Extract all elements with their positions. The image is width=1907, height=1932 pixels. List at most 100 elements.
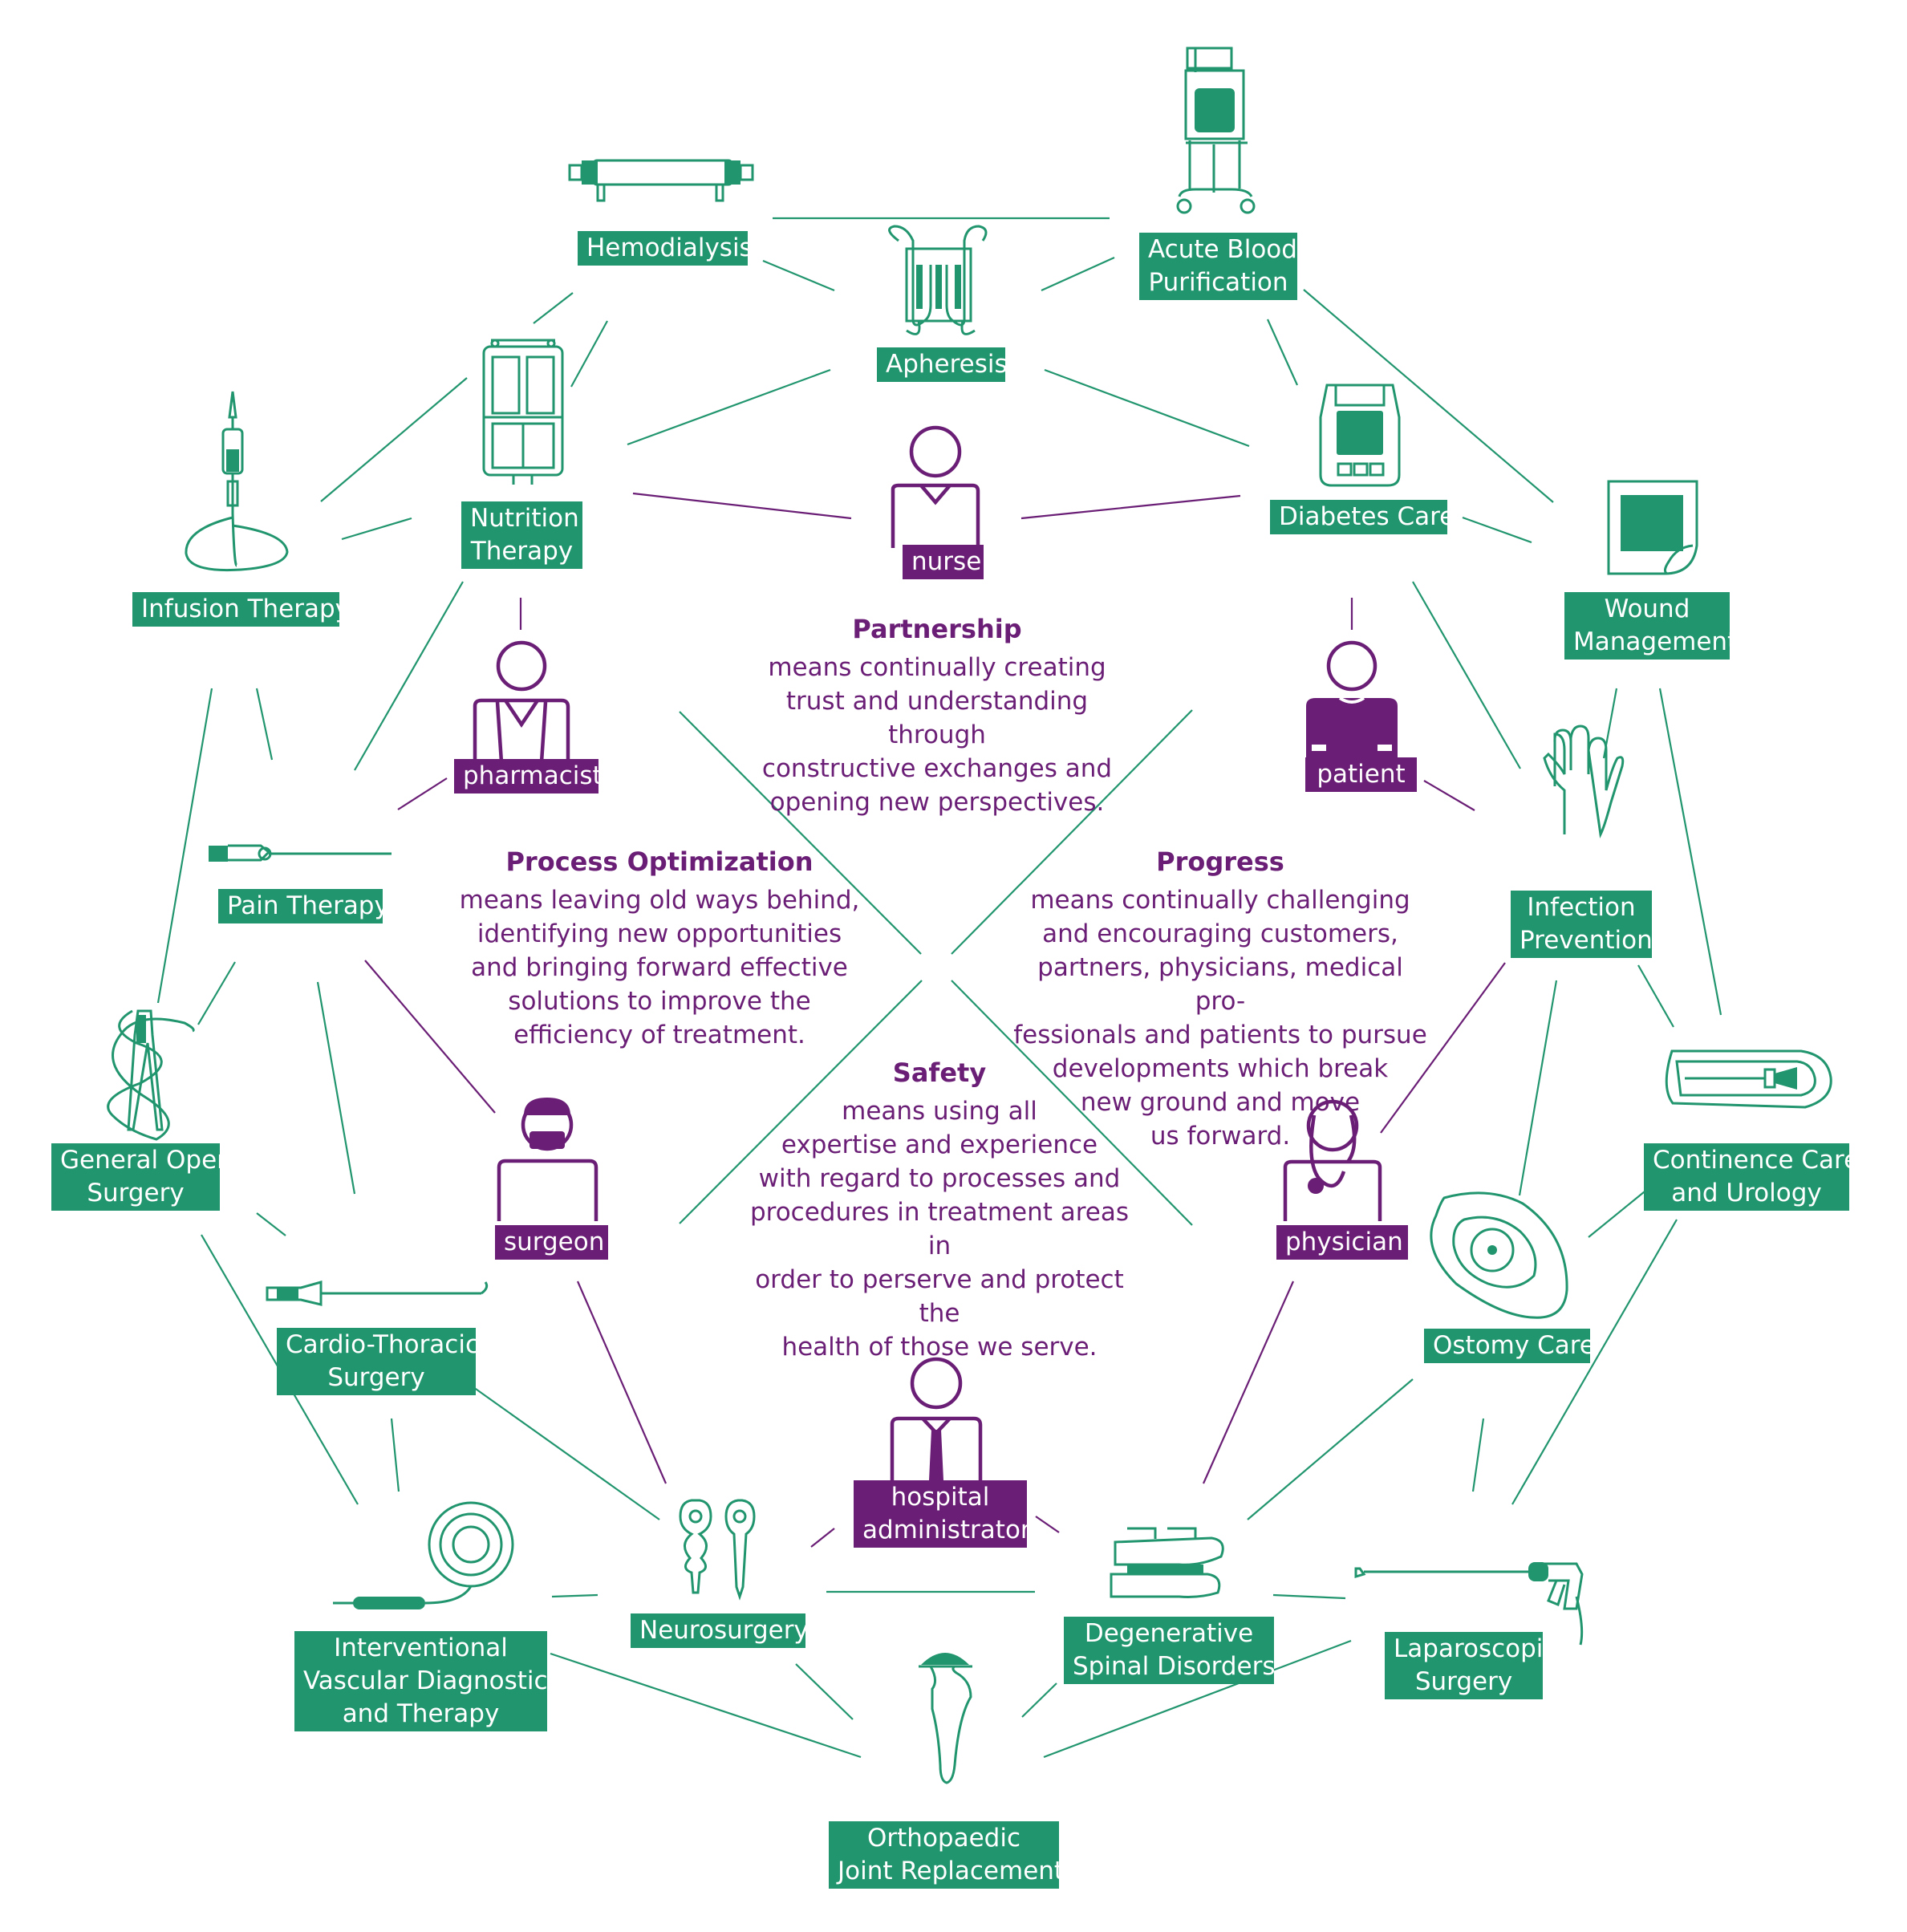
laparoscopic-grasper-icon (1354, 1562, 1584, 1646)
label-line: Spinal Disorders (1073, 1652, 1276, 1681)
label-infusion-therapy: Infusion Therapy (132, 592, 351, 627)
label-line: Laparoscopic (1394, 1634, 1557, 1663)
cardio-instrument-icon (266, 1281, 489, 1306)
blood-purification-machine-icon (1176, 47, 1256, 214)
surgeon-person-icon (497, 1098, 598, 1221)
label-line: Surgery (87, 1179, 185, 1208)
label-line: Degenerative (1084, 1619, 1254, 1648)
label-line: Infusion Therapy (141, 595, 351, 623)
value-body: means using all expertise and experience… (749, 1097, 1130, 1362)
ostomy-bag-icon (1430, 1191, 1568, 1319)
purple-connectors (364, 492, 1506, 1548)
value-process-optimization: Process Optimization means leaving old w… (459, 845, 860, 1052)
label-acute-blood-purification: Acute Blood Purification (1139, 233, 1297, 300)
label-nutrition-therapy: Nutrition Therapy (461, 501, 582, 569)
label-line: Vascular Diagnostics (303, 1666, 561, 1695)
label-line: Diabetes Care (1279, 502, 1455, 531)
label-line: surgeon (504, 1228, 605, 1256)
label-cardio-thoracic-surgery: Cardio-Thoracic Surgery (277, 1328, 480, 1395)
label-line: Surgery (327, 1363, 425, 1392)
label-line: Ostomy Care (1433, 1331, 1595, 1360)
label-line: Acute Blood (1148, 235, 1297, 264)
label-degenerative-spinal-disorders: Degenerative Spinal Disorders (1064, 1617, 1276, 1684)
label-line: administrator (862, 1516, 1031, 1544)
value-body: means continually challenging and encour… (1013, 886, 1427, 1151)
label-interventional-vascular: Interventional Vascular Diagnostics and … (294, 1631, 561, 1731)
label-nurse: nurse (903, 545, 984, 579)
label-line: Continence Care (1653, 1146, 1860, 1175)
label-apheresis: Apheresis (877, 347, 1008, 382)
value-safety: Safety means using all expertise and exp… (735, 1056, 1144, 1364)
surgical-clamp-icon (107, 1009, 195, 1141)
label-diabetes-care: Diabetes Care (1270, 500, 1455, 534)
label-line: physician (1285, 1228, 1403, 1256)
value-title: Progress (1156, 846, 1284, 877)
hip-implant-icon (919, 1653, 972, 1784)
value-body: means continually creating trust and und… (761, 653, 1113, 817)
nutrition-bag-icon (482, 339, 564, 485)
value-progress: Progress means continually challenging a… (1012, 845, 1429, 1153)
catheter-icon (1665, 1049, 1832, 1109)
pain-needle-icon (209, 844, 392, 862)
label-neurosurgery: Neurosurgery (631, 1613, 809, 1648)
label-line: Nutrition (470, 504, 579, 533)
label-laparoscopic-surgery: Laparoscopic Surgery (1385, 1632, 1557, 1699)
label-line: Wound (1604, 595, 1690, 623)
label-orthopaedic-joint-replacement: Orthopaedic Joint Replacement (829, 1821, 1065, 1889)
label-line: Therapy (470, 537, 574, 566)
label-line: Hemodialysis (586, 233, 753, 262)
label-infection-prevention: Infection Prevention (1511, 891, 1653, 958)
label-line: Joint Replacement (838, 1857, 1065, 1885)
apheresis-tubing-icon (888, 225, 988, 335)
label-general-open-surgery: General Open Surgery (51, 1143, 233, 1211)
label-line: Infection (1527, 893, 1636, 922)
label-physician: physician (1276, 1225, 1408, 1260)
physician-person-icon (1283, 1099, 1382, 1221)
value-partnership: Partnership means continually creating t… (736, 612, 1138, 819)
label-line: General Open (60, 1146, 233, 1175)
dialyzer-icon (568, 159, 754, 202)
label-continence-care: Continence Care and Urology (1644, 1143, 1860, 1211)
label-line: Neurosurgery (639, 1616, 809, 1645)
label-line: Orthopaedic (867, 1824, 1020, 1853)
glucose-meter-icon (1319, 384, 1401, 487)
label-line: Surgery (1414, 1667, 1513, 1696)
infusion-set-icon (185, 391, 289, 572)
label-wound-management: Wound Management (1564, 592, 1738, 660)
label-pharmacist: pharmacist (454, 759, 603, 794)
label-pain-therapy: Pain Therapy (218, 889, 389, 923)
label-line: Purification (1148, 268, 1288, 297)
label-hospital-administrator: hospital administrator (854, 1480, 1031, 1548)
nurse-person-icon (891, 425, 980, 548)
label-line: Management (1573, 627, 1738, 656)
spinal-instrument-icon (1110, 1527, 1224, 1598)
label-line: hospital (891, 1483, 990, 1512)
label-line: Prevention (1520, 926, 1653, 955)
value-title: Safety (892, 1057, 987, 1088)
administrator-person-icon (890, 1357, 983, 1480)
value-title: Process Optimization (505, 846, 814, 877)
value-title: Partnership (852, 614, 1022, 644)
value-body: means leaving old ways behind, identifyi… (459, 886, 860, 1049)
label-line: nurse (911, 547, 982, 576)
label-ostomy-care: Ostomy Care (1424, 1329, 1595, 1363)
patient-person-icon (1306, 640, 1398, 762)
pharmacist-person-icon (473, 640, 570, 763)
label-line: patient (1317, 760, 1406, 789)
label-patient: patient (1305, 757, 1417, 792)
label-line: and Urology (1671, 1179, 1822, 1208)
label-line: Cardio-Thoracic (286, 1330, 480, 1359)
label-line: pharmacist (463, 761, 603, 790)
glove-hand-icon (1543, 724, 1625, 838)
vascular-coil-icon (333, 1501, 514, 1609)
aneurysm-clips-icon (679, 1499, 756, 1601)
label-hemodialysis: Hemodialysis (578, 231, 753, 266)
label-line: and Therapy (342, 1699, 500, 1728)
label-line: Pain Therapy (227, 891, 389, 920)
wound-dressing-icon (1607, 480, 1698, 575)
label-line: Interventional (334, 1634, 508, 1662)
label-surgeon: surgeon (495, 1225, 608, 1260)
label-line: Apheresis (886, 350, 1008, 379)
